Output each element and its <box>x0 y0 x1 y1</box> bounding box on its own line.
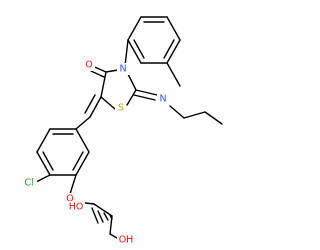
bond-ether-aryl <box>69 174 77 195</box>
atom-chlorine: Cl <box>24 178 33 189</box>
bond-tolyl-6 <box>127 39 142 64</box>
bond-aryl-5-double <box>72 151 84 171</box>
atom-labels: O N S N Cl O HO OH <box>21 59 169 246</box>
bond-c4-n3 <box>105 69 119 73</box>
atom-sulfur-ring: S <box>118 103 124 114</box>
bond-exocyclic-double <box>84 94 96 114</box>
bond-aryl-3 <box>36 151 51 176</box>
bond-aryl-3-double <box>42 151 54 171</box>
bond-carbonyl-double <box>90 70 105 78</box>
bond-aryl-6 <box>75 128 90 153</box>
bond-n3-c2 <box>127 73 137 91</box>
bond-tolyl-1 <box>127 16 142 41</box>
bond-propyl-3 <box>204 111 223 125</box>
atom-nitrogen-ring: N <box>119 64 126 75</box>
bond-lines <box>33 16 223 239</box>
stereo-hash-wedge <box>91 207 113 224</box>
bond-aryl-2 <box>36 128 51 153</box>
atom-nitrogen-imine: N <box>159 94 166 105</box>
bond-aryl-5 <box>75 151 90 176</box>
bond-ch2-oh <box>109 233 118 239</box>
bond-tolyl-6-double <box>133 39 145 59</box>
bond-imine-double <box>133 94 156 101</box>
atom-oxygen-ether: O <box>66 194 73 205</box>
bond-tolyl-methyl <box>166 62 181 87</box>
bond-s1-c5 <box>100 96 116 110</box>
bond-c2-s1 <box>126 89 137 106</box>
atom-hydroxyl-secondary: HO <box>69 202 84 213</box>
atom-oxygen-carbonyl: O <box>85 60 92 71</box>
bond-tolyl-4 <box>166 39 181 64</box>
bond-tolyl-3 <box>166 16 181 41</box>
atom-hydroxyl-primary: OH <box>119 235 134 246</box>
bond-imine <box>135 89 158 96</box>
bond-exocyclic <box>89 96 102 118</box>
bond-c5-c4 <box>100 71 107 98</box>
chemical-structure-diagram: O N S N Cl O HO OH <box>21 16 223 246</box>
bond-n-tolyl <box>124 39 129 67</box>
bond-benzylidene <box>75 116 91 130</box>
bond-propyl-1 <box>169 105 185 119</box>
bond-ch2-ch <box>93 203 113 217</box>
bond-propyl-2 <box>183 111 206 119</box>
bond-tolyl-4-double <box>163 39 175 59</box>
